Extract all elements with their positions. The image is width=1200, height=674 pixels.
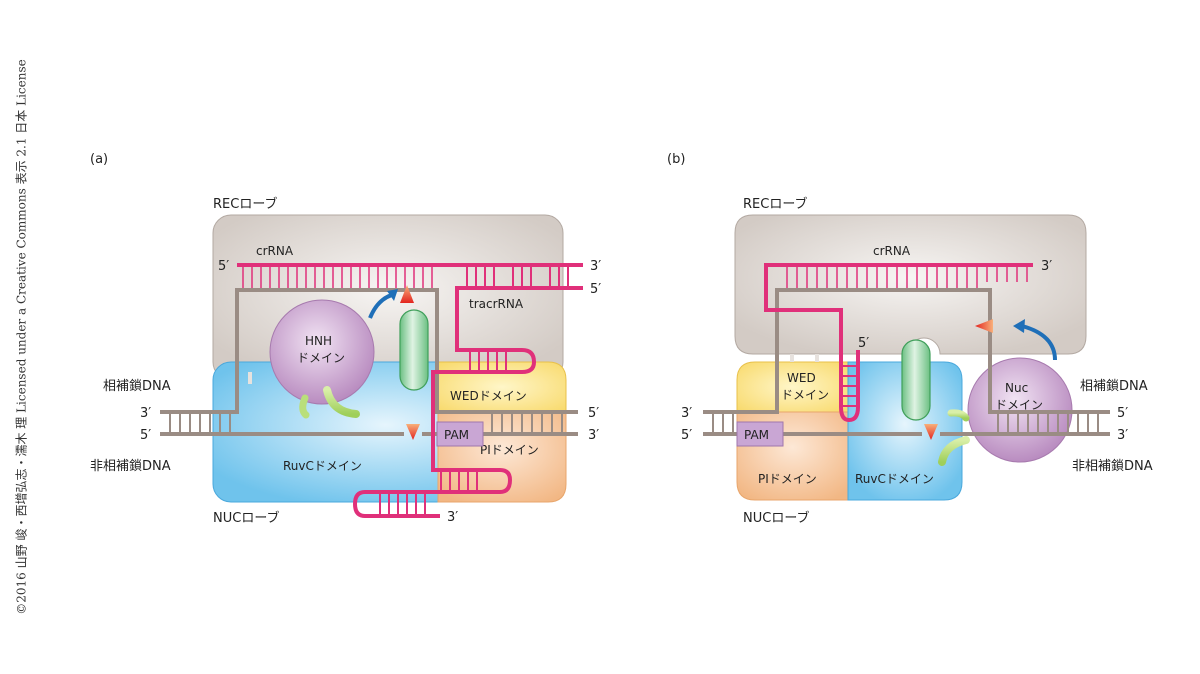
dna-3-end-right: 3′ xyxy=(588,428,599,443)
pam-label: PAM xyxy=(744,428,769,442)
panel-b-tag: (b) xyxy=(667,152,685,167)
hnh-linker xyxy=(299,394,310,419)
rec-lobe xyxy=(734,214,1087,355)
hnh-linker-2 xyxy=(323,386,360,418)
dna-base-pairs-right xyxy=(491,412,563,434)
rna-5-end: 5′ xyxy=(590,282,601,297)
cleavage-site-target xyxy=(400,285,414,303)
pam-box xyxy=(736,421,784,447)
target-dna-strand xyxy=(160,288,578,414)
panel-a-tag: (a) xyxy=(90,152,108,167)
wed-domain xyxy=(437,361,567,413)
dna-5-end-left: 5′ xyxy=(681,428,692,443)
crrna-base-pairs xyxy=(242,267,433,288)
nontarget-dna-label: 非相補鎖DNA xyxy=(90,458,171,474)
target-dna-strand xyxy=(703,288,1110,414)
target-dna-label: 相補鎖DNA xyxy=(1080,378,1148,394)
hnh-domain xyxy=(269,299,375,405)
cleavage-site-nontarget xyxy=(406,424,420,440)
crrna-strand xyxy=(764,263,1033,423)
arrow-head-icon xyxy=(387,289,398,301)
dna-5-end-right: 5′ xyxy=(588,406,599,421)
hnh-label-1: HNH xyxy=(305,334,332,348)
nuc-label-2: ドメイン xyxy=(995,398,1043,412)
rec-lobe-label: RECローブ xyxy=(213,196,278,212)
pi-domain-label: PIドメイン xyxy=(480,443,539,457)
nuc-label-1: Nuc xyxy=(1005,381,1028,395)
linker-stub xyxy=(248,372,252,384)
nuc-lobe-label: NUCローブ xyxy=(213,510,280,526)
dna-base-pairs-left xyxy=(169,412,231,434)
dna-3-end-left: 3′ xyxy=(681,406,692,421)
wed-domain xyxy=(736,361,849,413)
nuc-lobe-label: NUCローブ xyxy=(743,510,810,526)
panel-a: (a) RECローブ WEDドメイン PIドメイン RuvCドメイン NUCロー… xyxy=(90,152,601,526)
rna-3-end: 3′ xyxy=(590,259,601,274)
bridge-helix xyxy=(399,309,429,391)
pi-domain-label: PIドメイン xyxy=(758,472,817,486)
panel-b: (b) RECローブ WED ドメイン PIドメイン RuvCドメイン NUCロ… xyxy=(667,152,1153,526)
tracrrna-strand xyxy=(352,286,583,518)
hnh-label-2: ドメイン xyxy=(297,351,345,365)
tracrrna-label: tracrRNA xyxy=(469,297,524,311)
nuc-linker-2 xyxy=(938,436,970,466)
tracrrna-3-end: 3′ xyxy=(447,510,458,525)
dna-3-end-right: 3′ xyxy=(1117,428,1128,443)
linker-stub xyxy=(815,354,819,362)
ruvc-domain-label: RuvCドメイン xyxy=(855,472,934,486)
crrna-5-end: 5′ xyxy=(218,259,229,274)
dna-3-end-left: 3′ xyxy=(140,406,151,421)
wed-domain-label: WEDドメイン xyxy=(450,389,527,403)
arrow-head-icon xyxy=(1013,319,1025,333)
crrna-label: crRNA xyxy=(256,244,294,258)
cleavage-site-nontarget xyxy=(924,424,938,440)
ruvc-domain xyxy=(847,361,963,501)
wed-label-1: WED xyxy=(787,371,816,385)
crrna-3-end: 3′ xyxy=(1041,259,1052,274)
wed-label-2: ドメイン xyxy=(781,388,829,402)
dna-5-end-right: 5′ xyxy=(1117,406,1128,421)
linker-stub xyxy=(790,354,794,362)
tracrrna-base-pairs xyxy=(379,265,569,516)
nuc-linker xyxy=(947,409,970,422)
crrna-base-pairs xyxy=(786,267,1028,288)
dna-base-pairs-right xyxy=(997,412,1099,434)
dna-base-pairs-left xyxy=(712,412,734,434)
cleavage-site-target xyxy=(975,319,993,333)
crrna-label: crRNA xyxy=(873,244,911,258)
bridge-helix xyxy=(901,339,931,421)
dna-5-end-left: 5′ xyxy=(140,428,151,443)
pam-label: PAM xyxy=(444,428,469,442)
target-dna-label: 相補鎖DNA xyxy=(103,378,171,394)
nuc-movement-arrow xyxy=(1021,324,1057,361)
rec-lobe-label: RECローブ xyxy=(743,196,808,212)
ruvc-domain-label: RuvCドメイン xyxy=(283,459,362,473)
stem-loop-base-pairs xyxy=(841,365,858,407)
pam-box xyxy=(436,421,484,447)
rna-5-end: 5′ xyxy=(858,336,869,351)
nontarget-dna-label: 非相補鎖DNA xyxy=(1072,458,1153,474)
